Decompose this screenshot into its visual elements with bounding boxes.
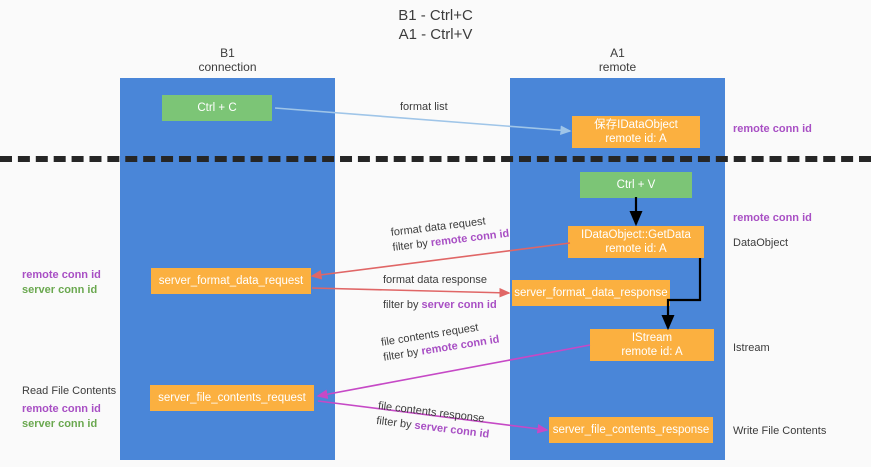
node-server-file-contents-request[interactable]: server_file_contents_request xyxy=(150,385,314,411)
edge-label-format-data-response: format data response filter by server co… xyxy=(383,273,497,313)
node-ctrl-v-label: Ctrl + V xyxy=(616,179,656,191)
lane-header-a1-name: A1 xyxy=(610,46,625,60)
node-save-idataobject-label: 保存IDataObject xyxy=(594,119,678,131)
lane-header-a1: A1 remote xyxy=(510,46,725,74)
edge-label-file-contents-response: file contents response filter by server … xyxy=(375,399,492,443)
edge-label-format-list: format list xyxy=(400,100,448,115)
node-server-format-data-request-label: server_format_data_request xyxy=(158,275,304,287)
note-group-conn-ids-a: remote conn id server conn id xyxy=(22,268,101,298)
node-idataobject-getdata[interactable]: IDataObject::GetData remote id: A xyxy=(568,226,704,258)
node-server-file-contents-response-label: server_file_contents_response xyxy=(552,424,710,436)
edge-label-format-list-text: format list xyxy=(400,101,448,113)
node-ctrl-c-label: Ctrl + C xyxy=(197,102,237,114)
note-istream: Istream xyxy=(733,342,770,354)
node-server-format-data-response[interactable]: server_format_data_response xyxy=(512,280,670,306)
edge-label-file-contents-request: file contents request filter by remote c… xyxy=(380,318,501,366)
node-ctrl-v[interactable]: Ctrl + V xyxy=(580,172,692,198)
note-remote-conn-id-top: remote conn id xyxy=(733,123,812,135)
filter-key-server-conn-id: server conn id xyxy=(421,299,497,311)
note-remote-conn-id-b: remote conn id xyxy=(22,403,101,415)
node-ctrl-c[interactable]: Ctrl + C xyxy=(162,95,272,121)
edge-label-format-data-response-text: format data response xyxy=(383,274,487,286)
node-server-file-contents-response[interactable]: server_file_contents_response xyxy=(549,417,713,443)
lane-header-b1: B1 connection xyxy=(120,46,335,74)
title-line-1: B1 - Ctrl+C xyxy=(398,7,473,24)
filter-prefix: filter by xyxy=(375,414,416,432)
node-getdata-label: IDataObject::GetData xyxy=(581,229,691,241)
note-server-conn-id-a: server conn id xyxy=(22,284,98,296)
node-server-format-data-response-label: server_format_data_response xyxy=(514,287,668,299)
node-istream[interactable]: IStream remote id: A xyxy=(590,329,714,361)
lane-header-b1-name: B1 xyxy=(220,46,235,60)
filter-prefix: filter by xyxy=(391,237,432,254)
node-save-idataobject[interactable]: 保存IDataObject remote id: A xyxy=(572,116,700,148)
phase-separator xyxy=(0,156,871,162)
edge-label-format-data-request: format data request filter by remote con… xyxy=(390,212,510,256)
node-istream-label: IStream xyxy=(631,332,673,344)
page-title: B1 - Ctrl+C A1 - Ctrl+V xyxy=(0,6,871,44)
title-line-2: A1 - Ctrl+V xyxy=(398,26,473,43)
lane-header-b1-sub: connection xyxy=(198,60,257,74)
note-read-file-contents: Read File Contents xyxy=(22,385,117,397)
note-dataobject: DataObject xyxy=(733,237,789,249)
note-remote-conn-id-a: remote conn id xyxy=(22,269,101,281)
edge-label-format-data-response-filter: filter by server conn id xyxy=(383,298,497,313)
node-server-file-contents-request-label: server_file_contents_request xyxy=(158,392,306,404)
lane-header-a1-sub: remote xyxy=(598,60,637,74)
filter-prefix: filter by xyxy=(383,299,422,311)
node-getdata-sub: remote id: A xyxy=(605,243,667,255)
note-remote-conn-id-mid: remote conn id xyxy=(733,212,812,224)
node-server-format-data-request[interactable]: server_format_data_request xyxy=(151,268,311,294)
note-write-file-contents: Write File Contents xyxy=(733,425,827,437)
note-group-conn-ids-b: remote conn id server conn id xyxy=(22,402,101,432)
node-istream-sub: remote id: A xyxy=(621,346,683,358)
note-server-conn-id-b: server conn id xyxy=(22,418,98,430)
node-save-idataobject-sub: remote id: A xyxy=(605,133,667,145)
